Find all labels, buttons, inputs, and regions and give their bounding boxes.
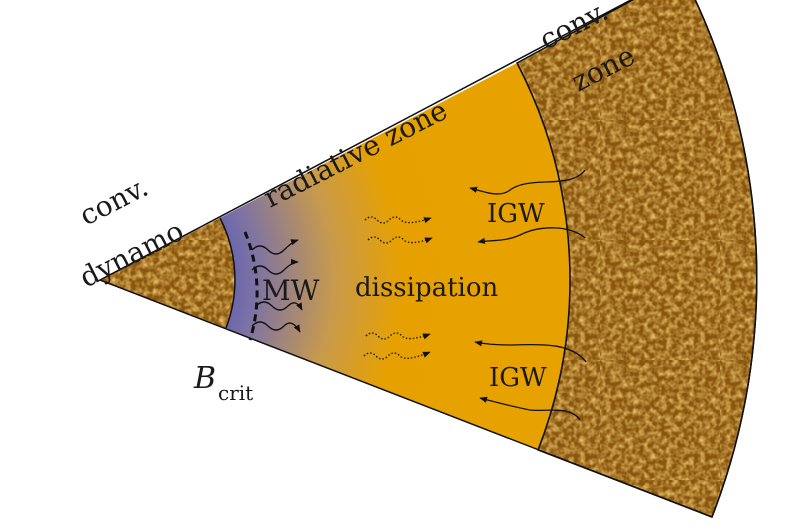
igw-arrows [469,169,587,421]
envelope-boundary [516,62,571,451]
igw-upper-label: IGW [487,199,545,229]
mw-label: MW [262,274,320,307]
igw-lower-label: IGW [489,363,547,393]
b-crit-dashed-line [243,231,259,341]
dissipation-arrows [363,216,433,360]
wedge-lower-edge [99,279,713,518]
svg-text:B: B [193,361,216,396]
core-boundary [219,217,236,329]
mw-arrows [251,239,303,333]
b-crit-label: B crit [193,361,253,405]
core-dynamo-region [100,218,235,328]
wedge-upper-edge [99,0,633,281]
radiative-zone-region [220,63,570,450]
conv-dynamo-label-line1: conv. [74,170,153,232]
wedge-outer-edge [694,0,758,518]
b-crit-subscript: crit [218,381,253,405]
dissipation-label: dissipation [355,273,499,303]
